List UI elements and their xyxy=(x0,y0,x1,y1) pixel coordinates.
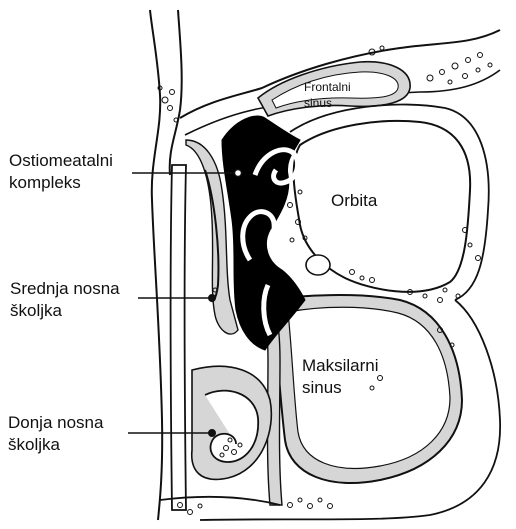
label-ostiomeatal-complex: Ostiomeatalni kompleks xyxy=(9,150,113,194)
label-maxillary-sinus: Maksilarni sinus xyxy=(302,355,379,399)
label-ostiomeatal-line-2: kompleks xyxy=(9,172,113,194)
label-maxillary-sinus-line-2: sinus xyxy=(302,377,379,399)
pointer-dot-inferior-turbinate xyxy=(209,430,216,437)
label-frontal-sinus-line-2: sinus xyxy=(304,95,351,111)
label-inferior-turbinate: Donja nosna školjka xyxy=(8,412,103,456)
label-orbit: Orbita xyxy=(331,190,377,212)
skull-outer-left-contour-2 xyxy=(170,10,182,175)
label-frontal-sinus: Frontalni sinus xyxy=(304,79,351,111)
label-inferior-turbinate-line-2: školjka xyxy=(8,434,103,456)
label-frontal-sinus-line-1: Frontalni xyxy=(304,79,351,95)
label-middle-turbinate-line-2: školjka xyxy=(10,300,120,322)
label-maxillary-sinus-line-1: Maksilarni xyxy=(302,355,379,377)
infraorbital-canal xyxy=(306,255,330,275)
pointer-dot-middle-turbinate xyxy=(209,295,216,302)
nasal-septum xyxy=(171,165,187,510)
label-ostiomeatal-line-1: Ostiomeatalni xyxy=(9,150,113,172)
label-orbit-line-1: Orbita xyxy=(331,190,377,212)
pointer-dot-ostiomeatal xyxy=(235,170,242,177)
label-middle-turbinate: Srednja nosna školjka xyxy=(10,278,120,322)
label-inferior-turbinate-line-1: Donja nosna xyxy=(8,412,103,434)
label-middle-turbinate-line-1: Srednja nosna xyxy=(10,278,120,300)
